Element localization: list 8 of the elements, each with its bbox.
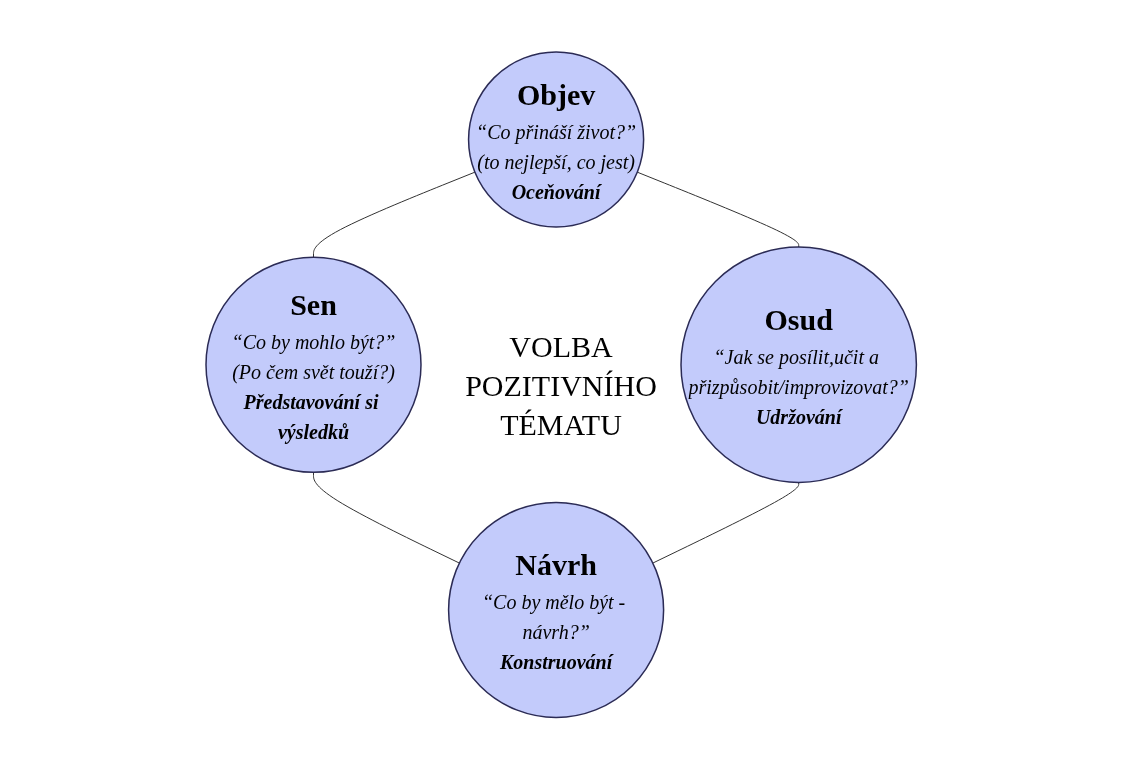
connector <box>312 471 460 564</box>
node-circle: Objev “Co přináší život?” (to nejlepší, co jest) Oceňování <box>467 51 645 228</box>
node-circle: Návrh “Co by mělo být - návrh?” Konstruování <box>447 501 665 718</box>
connector <box>636 171 799 248</box>
connector <box>312 171 476 258</box>
center-label: VOLBA POZITIVNÍHO TÉMATU <box>464 328 658 442</box>
connector <box>652 481 799 564</box>
node-circle: Sen “Co by mohlo být?” (Po čem svět touží?) Představování si výsledků <box>205 256 422 473</box>
